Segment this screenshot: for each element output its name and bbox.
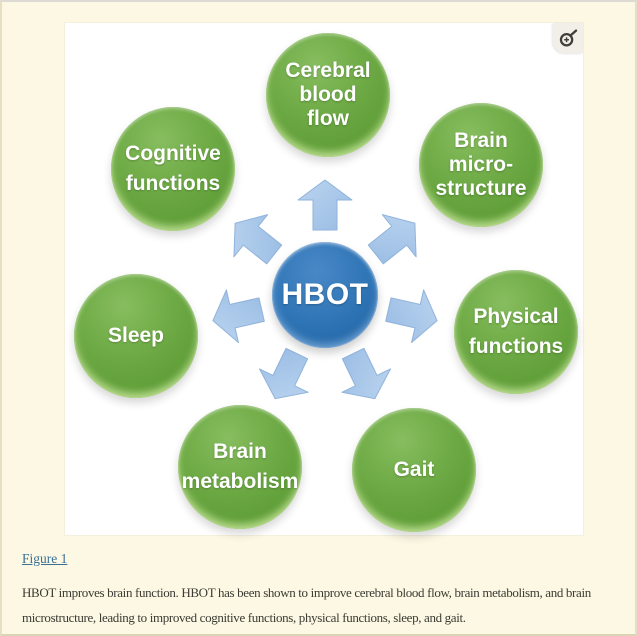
diagram-node-cognitive-functions: Cognitive functions: [111, 107, 235, 231]
arrow-to-gait: [328, 341, 401, 412]
zoom-figure-button[interactable]: [553, 23, 583, 53]
node-label: Gait: [393, 457, 435, 481]
diagram-node-brain-microstructure: Brain micro- structure: [419, 103, 543, 227]
figure-image-panel[interactable]: HBOT Cerebral blood flow Brain micro- st…: [64, 22, 584, 536]
node-label: Brain micro- structure: [435, 129, 527, 200]
arrow-to-sleep: [206, 282, 269, 348]
node-label: Cerebral blood flow: [285, 59, 371, 130]
diagram-hub-hbot: HBOT: [272, 242, 378, 348]
arrow-to-brain-microstructure: [358, 201, 434, 277]
diagram-node-physical-functions: Physical functions: [454, 270, 578, 394]
figure-1-link[interactable]: Figure 1: [22, 551, 68, 566]
node-label: Brain metabolism: [181, 439, 299, 493]
magnifier-plus-icon: [558, 28, 579, 49]
diagram-node-cerebral-blood-flow: Cerebral blood flow: [266, 33, 390, 157]
diagram-node-gait: Gait: [352, 408, 476, 532]
arrow-to-brain-metabolism: [249, 341, 322, 412]
node-label: Cognitive functions: [125, 141, 221, 195]
hub-label: HBOT: [281, 278, 369, 311]
diagram-node-sleep: Sleep: [74, 274, 198, 398]
arrow-to-cognitive-functions: [217, 201, 293, 277]
arrow-to-cerebral-blood-flow: [297, 179, 353, 231]
arrow-to-physical-functions: [381, 282, 444, 348]
figure-caption: HBOT improves brain function. HBOT has b…: [22, 585, 591, 625]
diagram-node-brain-metabolism: Brain metabolism: [178, 405, 302, 529]
node-label: Physical functions: [468, 304, 564, 358]
node-label: Sleep: [107, 323, 165, 347]
